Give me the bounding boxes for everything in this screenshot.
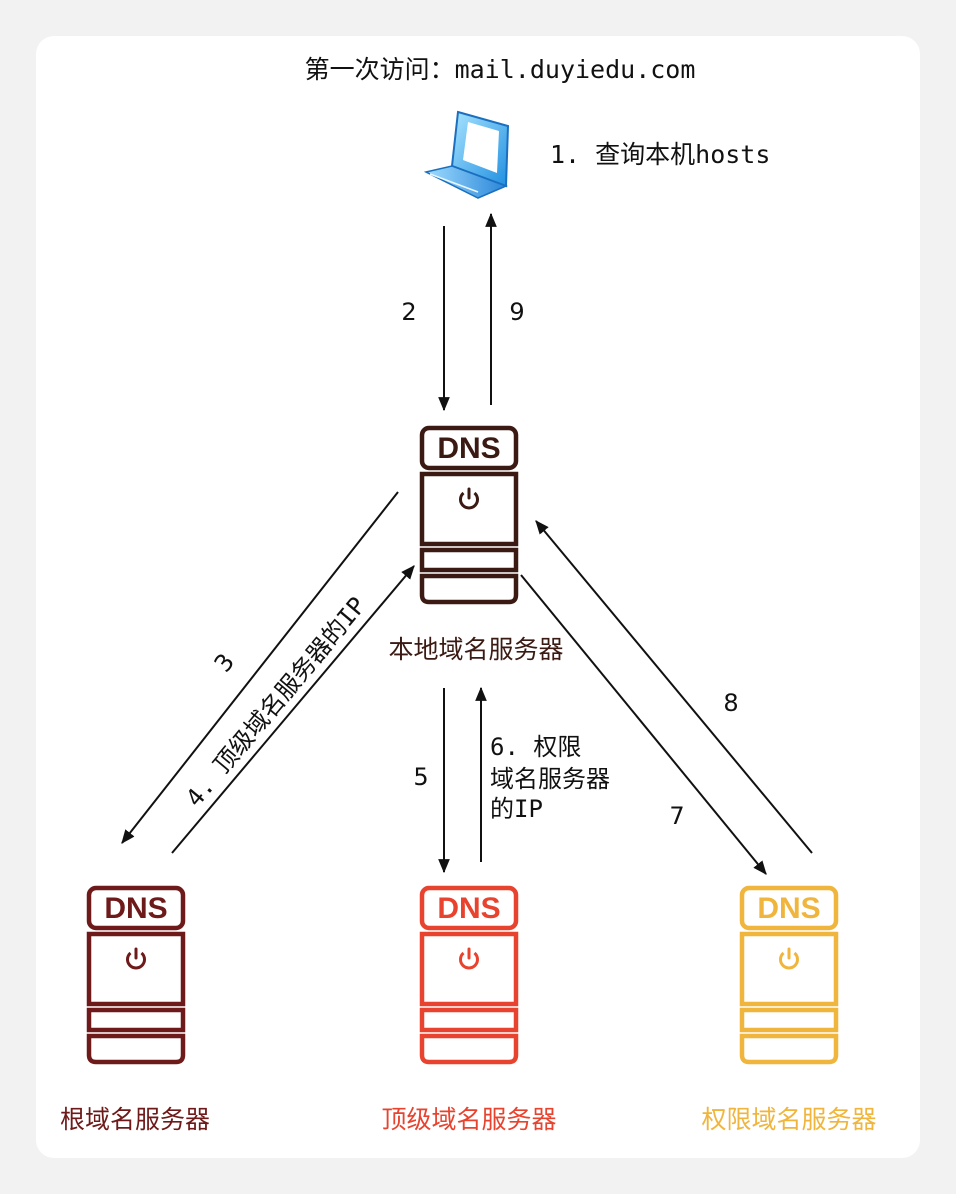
page-title: 第一次访问：mail.duyiedu.com <box>305 55 696 84</box>
laptop-icon <box>423 110 510 199</box>
root-server-label: 根域名服务器 <box>60 1105 210 1134</box>
tld-dns-server: DNS <box>422 888 516 1062</box>
step-6-line-3: 的IP <box>490 795 543 823</box>
local-dns-text: DNS <box>437 432 500 465</box>
arrow-step-4 <box>171 565 415 854</box>
root-dns-server: DNS <box>89 888 183 1062</box>
step-6-line-1: 6. 权限 <box>490 733 581 761</box>
arrow-step-7 <box>520 574 767 875</box>
local-dns-server: DNS <box>422 428 516 602</box>
auth-dns-server: DNS <box>742 888 836 1062</box>
step-2-label: 2 <box>401 298 416 326</box>
tld-dns-text: DNS <box>437 892 500 925</box>
auth-server-label: 权限域名服务器 <box>701 1105 876 1134</box>
root-dns-text: DNS <box>104 892 167 925</box>
auth-dns-text: DNS <box>757 892 820 925</box>
arrow-step-8 <box>535 520 813 854</box>
arrow-step-3 <box>121 491 399 844</box>
step-5-label: 5 <box>413 763 428 791</box>
local-server-label: 本地域名服务器 <box>388 635 563 664</box>
step-8-label: 8 <box>723 689 738 717</box>
step-7-label: 7 <box>669 802 684 830</box>
step-4-label: 4. 顶级域名服务器的IP <box>180 592 371 812</box>
step-6-line-2: 域名服务器 <box>490 765 610 793</box>
step-1-label: 1. 查询本机hosts <box>550 140 770 169</box>
step-3-label: 3 <box>209 648 240 677</box>
tld-server-label: 顶级域名服务器 <box>381 1105 556 1134</box>
step-9-label: 9 <box>509 298 524 326</box>
